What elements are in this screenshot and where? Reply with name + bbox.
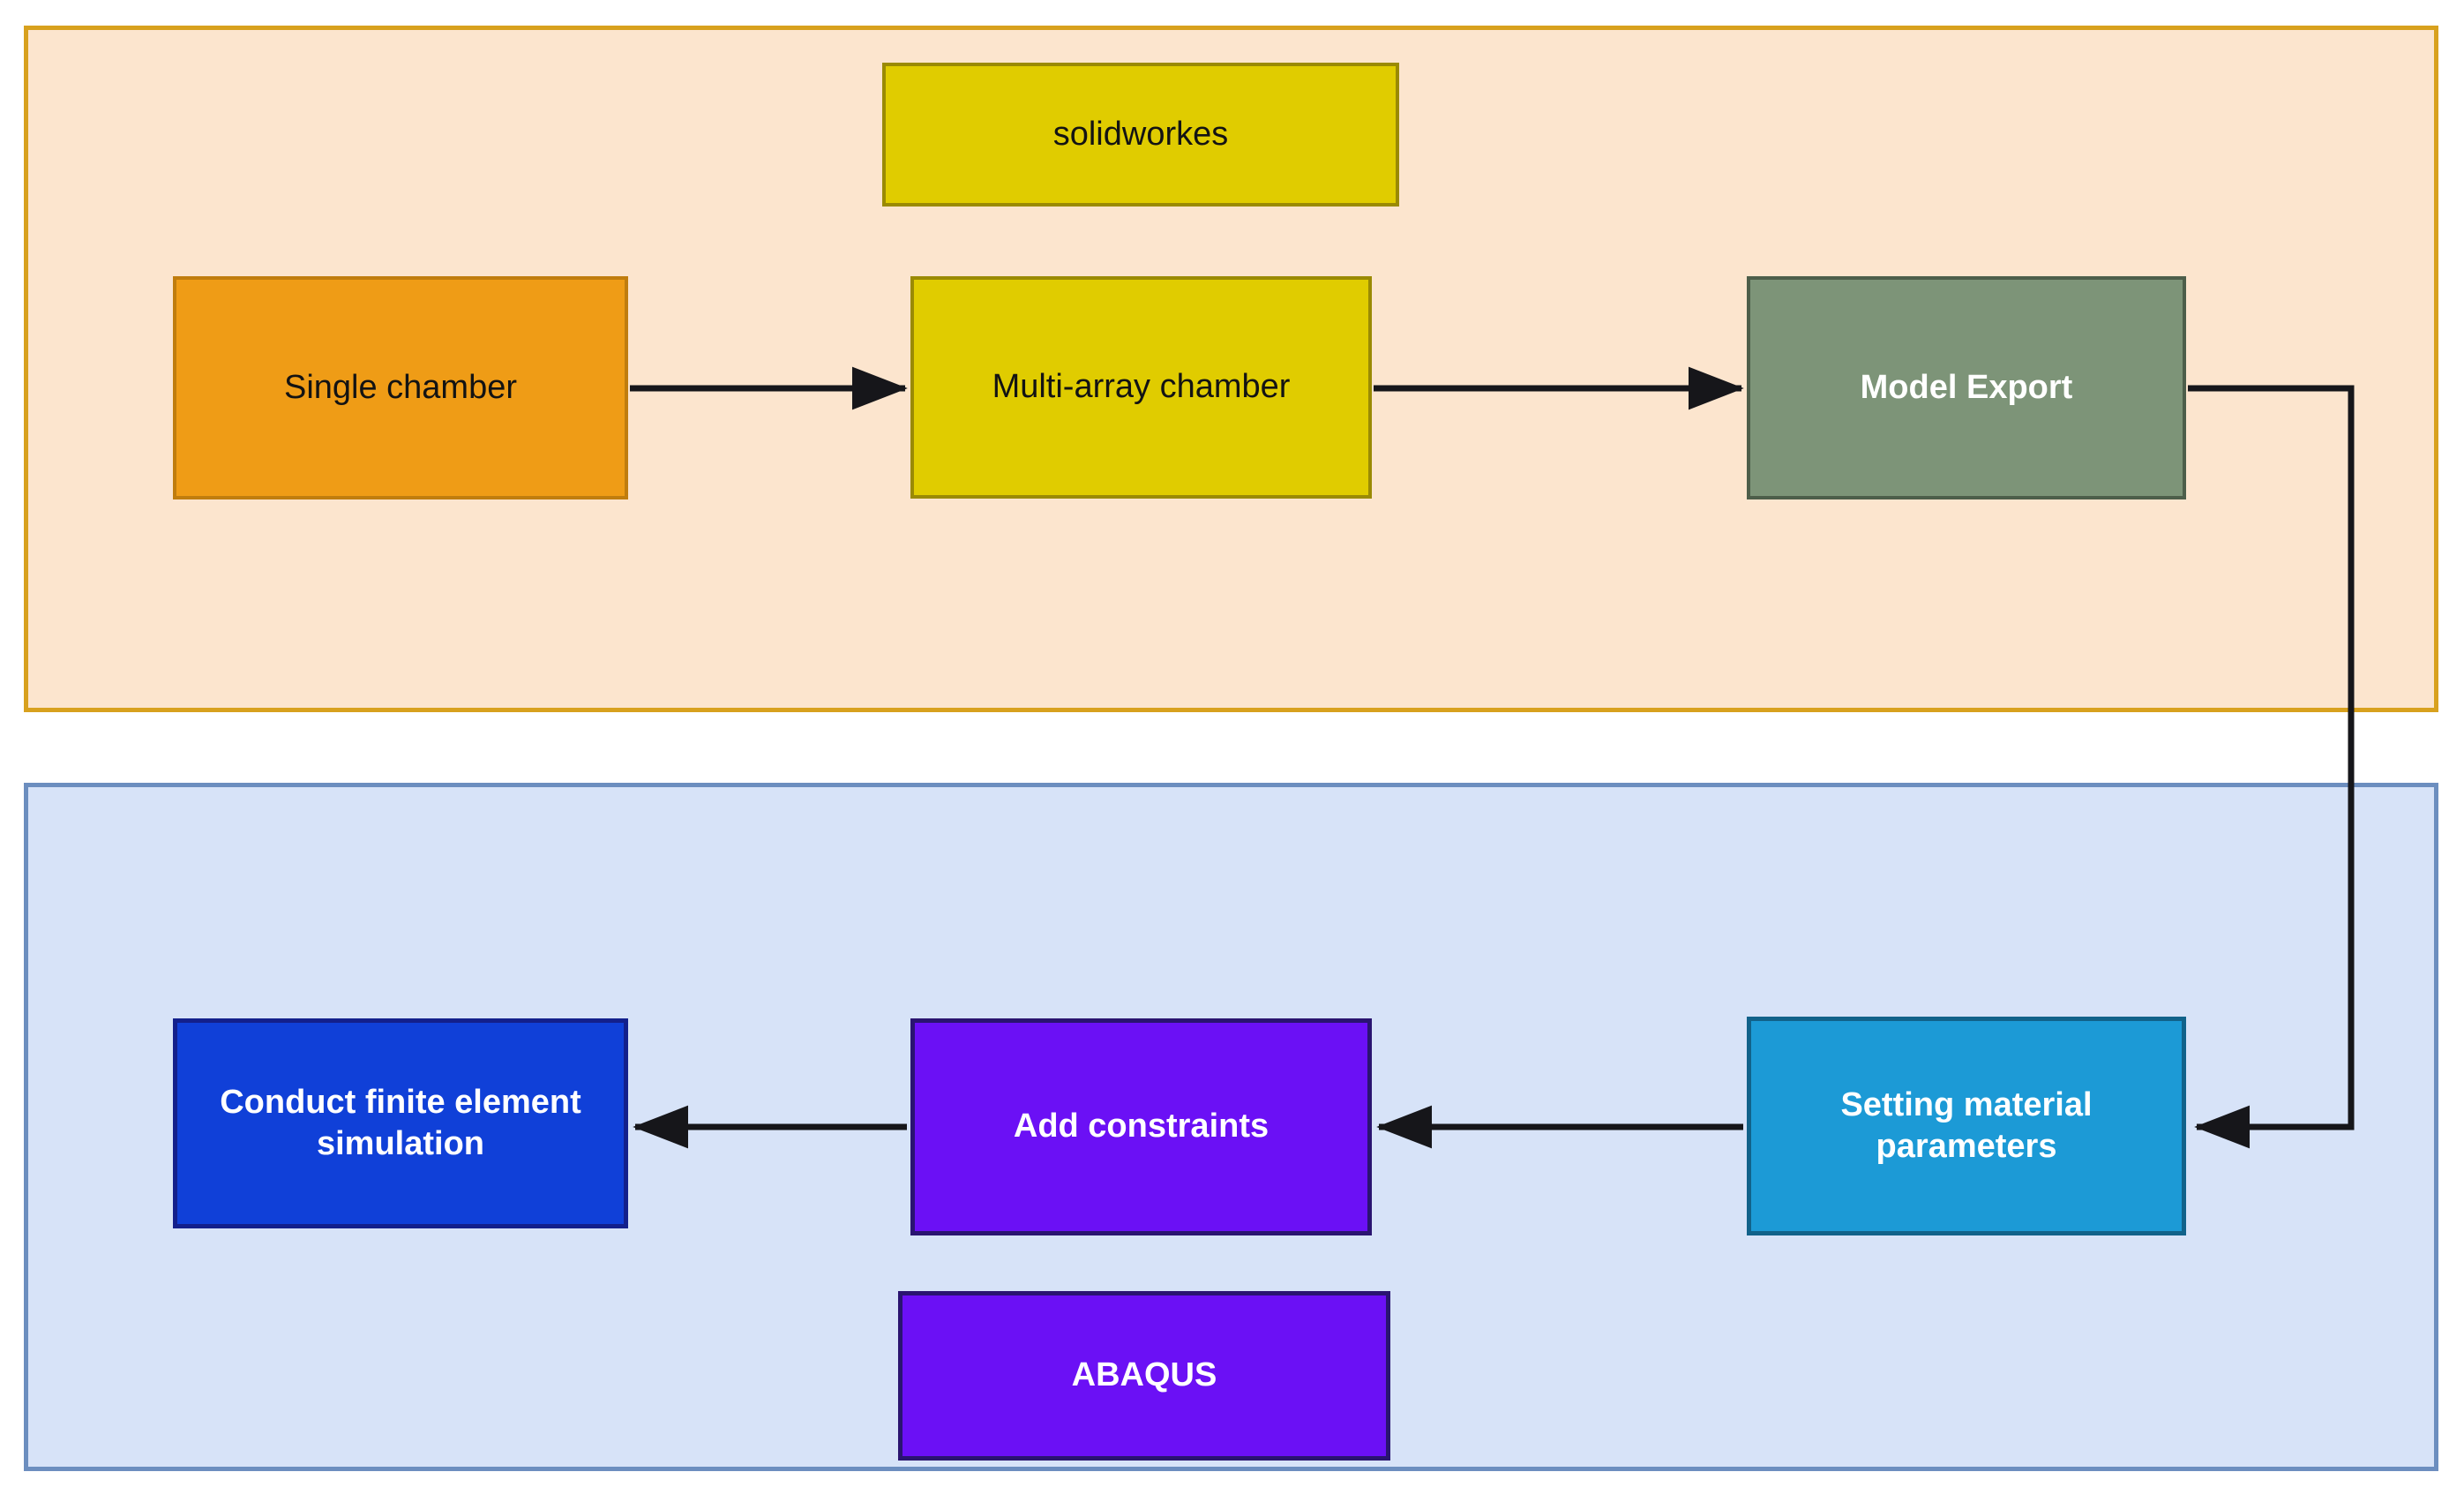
node-multi-array-chamber[interactable]: Multi-array chamber xyxy=(910,276,1372,499)
node-abaqus-label: ABAQUS xyxy=(1071,1356,1217,1394)
node-model-export-label: Model Export xyxy=(1860,368,2073,406)
node-model-export[interactable]: Model Export xyxy=(1747,276,2186,499)
node-abaqus[interactable]: ABAQUS xyxy=(898,1291,1390,1461)
node-solidworks[interactable]: solidworkes xyxy=(882,63,1399,207)
node-solidworks-label: solidworkes xyxy=(1052,115,1229,153)
node-add-constraints[interactable]: Add constraints xyxy=(910,1018,1372,1235)
node-add-constraints-label: Add constraints xyxy=(1013,1108,1269,1145)
node-conduct-finite-element-simulation-label: Conduct finite element simulation xyxy=(220,1083,581,1163)
node-conduct-finite-element-simulation[interactable]: Conduct finite element simulation xyxy=(173,1018,628,1228)
node-single-chamber[interactable]: Single chamber xyxy=(173,276,628,499)
node-setting-material-parameters[interactable]: Setting material parameters xyxy=(1747,1017,2186,1235)
node-multi-array-chamber-label: Multi-array chamber xyxy=(992,368,1291,406)
node-single-chamber-label: Single chamber xyxy=(283,368,518,406)
node-setting-material-parameters-label: Setting material parameters xyxy=(1840,1085,2093,1166)
